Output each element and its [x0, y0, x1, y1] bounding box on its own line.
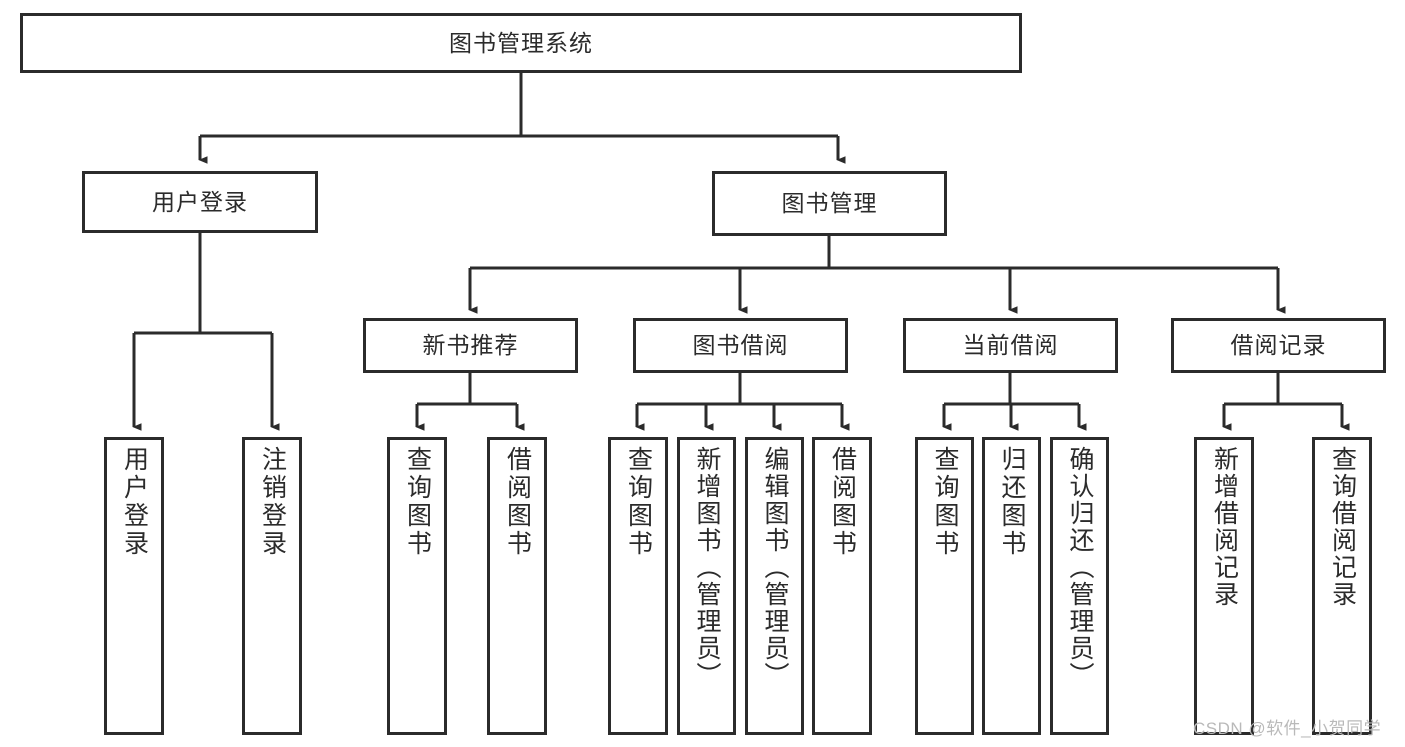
- leaf-query-borrow-record[interactable]: 查询借阅记录: [1312, 437, 1372, 735]
- node-root-system[interactable]: 图书管理系统: [20, 13, 1022, 73]
- node-label: 注销登录: [258, 446, 287, 558]
- leaf-borrow-book-borrow[interactable]: 借阅图书: [812, 437, 872, 735]
- node-user-login[interactable]: 用户登录: [82, 171, 318, 233]
- node-label: 用户登录: [120, 446, 149, 558]
- node-book-manage[interactable]: 图书管理: [712, 171, 947, 236]
- node-label: 查询借阅记录: [1328, 446, 1357, 608]
- leaf-query-book-borrow[interactable]: 查询图书: [608, 437, 668, 735]
- leaf-add-book-admin[interactable]: 新增图书（管理员）: [677, 437, 736, 735]
- node-label: 查询图书: [624, 446, 653, 558]
- node-label: 确认归还（管理员）: [1066, 446, 1094, 689]
- leaf-edit-book-admin[interactable]: 编辑图书（管理员）: [745, 437, 804, 735]
- node-label: 新增借阅记录: [1210, 446, 1239, 608]
- node-label: 新书推荐: [422, 332, 519, 359]
- node-label: 借阅图书: [503, 446, 532, 558]
- node-label: 图书管理: [781, 190, 878, 217]
- node-new-book-recommend[interactable]: 新书推荐: [363, 318, 578, 373]
- leaf-confirm-return-admin[interactable]: 确认归还（管理员）: [1050, 437, 1109, 735]
- node-label: 编辑图书（管理员）: [761, 446, 789, 689]
- leaf-query-book-current[interactable]: 查询图书: [915, 437, 974, 735]
- node-label: 图书管理系统: [449, 29, 593, 56]
- node-book-borrow[interactable]: 图书借阅: [633, 318, 848, 373]
- leaf-borrow-book-recommend[interactable]: 借阅图书: [487, 437, 547, 735]
- node-label: 查询图书: [931, 446, 959, 558]
- leaf-add-borrow-record[interactable]: 新增借阅记录: [1194, 437, 1254, 735]
- node-borrow-record[interactable]: 借阅记录: [1171, 318, 1386, 373]
- leaf-query-book-recommend[interactable]: 查询图书: [387, 437, 447, 735]
- node-label: 当前借阅: [962, 332, 1059, 359]
- node-label: 查询图书: [403, 446, 432, 558]
- node-label: 新增图书（管理员）: [693, 446, 721, 689]
- leaf-logout-login[interactable]: 注销登录: [242, 437, 302, 735]
- node-label: 图书借阅: [692, 332, 789, 359]
- node-current-borrow[interactable]: 当前借阅: [903, 318, 1118, 373]
- node-label: 用户登录: [152, 188, 248, 215]
- leaf-return-book[interactable]: 归还图书: [982, 437, 1041, 735]
- node-label: 借阅记录: [1230, 332, 1327, 359]
- leaf-user-login[interactable]: 用户登录: [104, 437, 164, 735]
- node-label: 归还图书: [998, 446, 1026, 558]
- node-label: 借阅图书: [828, 446, 857, 558]
